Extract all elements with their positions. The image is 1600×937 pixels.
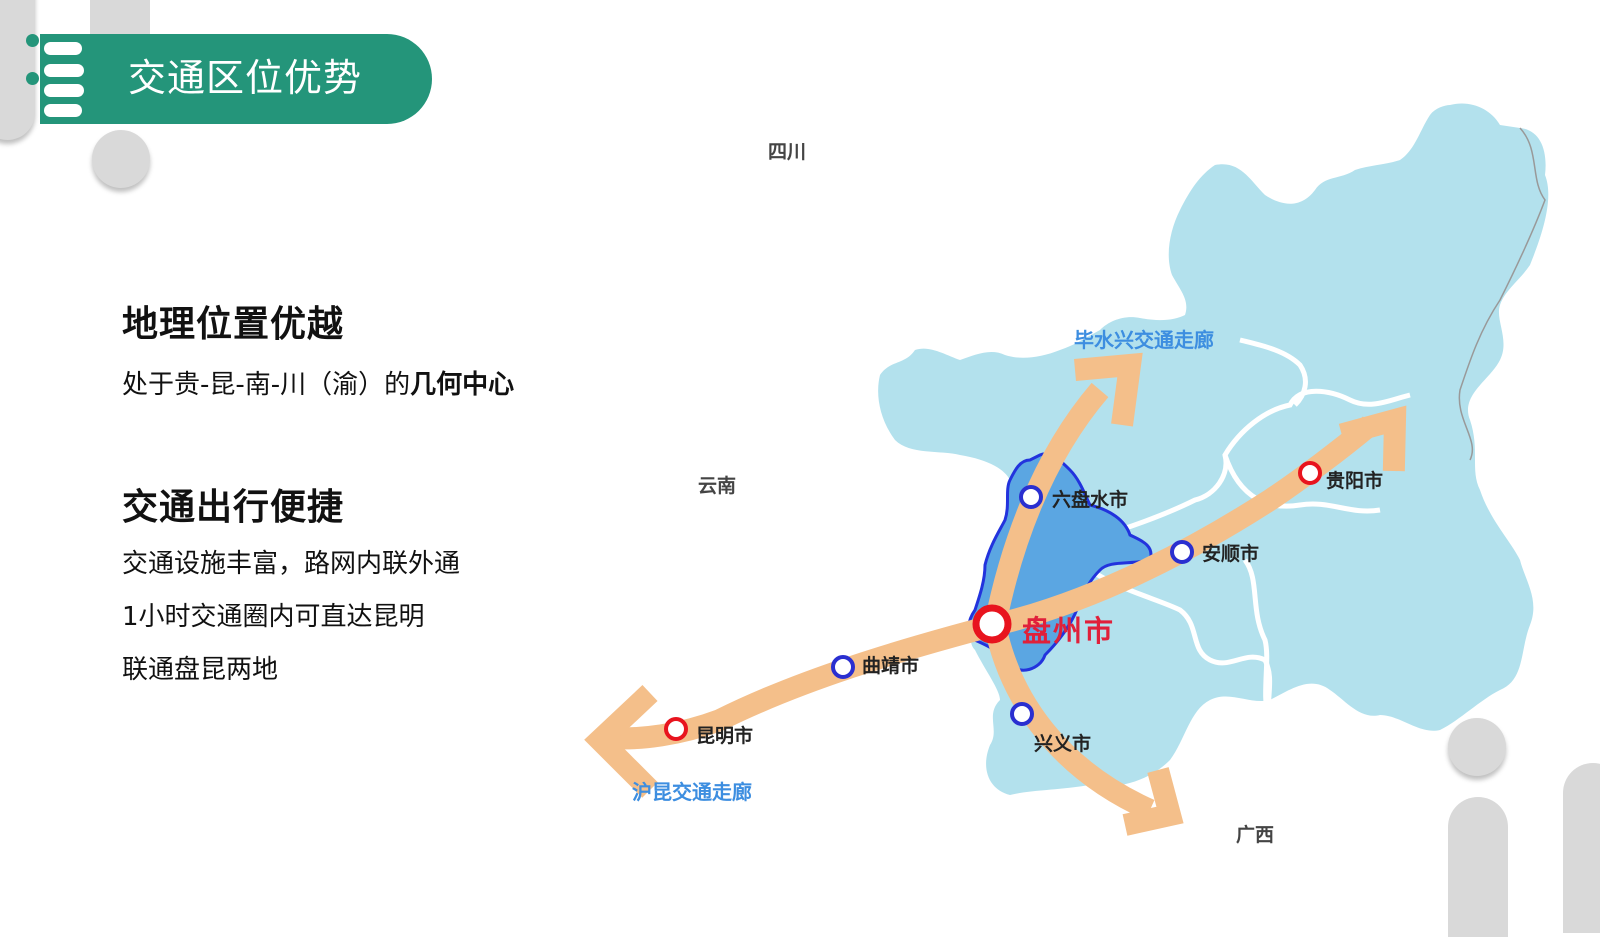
decorative-circle <box>92 130 150 188</box>
banner-stripe-decoration <box>44 42 82 55</box>
location-text-prefix: 处于贵-昆-南-川（渝）的 <box>122 370 411 400</box>
city-label-panzhou: 盘州市 <box>1022 614 1116 648</box>
transport-line: 联通盘昆两地 <box>122 655 279 685</box>
province-label-guangxi: 广西 <box>1236 824 1275 846</box>
arrow-head-east <box>1338 405 1407 472</box>
city-label-kunming: 昆明市 <box>696 725 754 747</box>
marker-guiyang <box>1298 461 1322 485</box>
corridor-label-bishuixing: 毕水兴交通走廊 <box>1074 328 1214 352</box>
title-banner <box>40 34 432 124</box>
corridor-arrow-west <box>609 614 998 750</box>
regional-map <box>584 103 1549 836</box>
corridor-label-hukun: 沪昆交通走廊 <box>632 780 752 804</box>
corridor-arrow-south <box>984 622 1155 821</box>
marker-liupanshui <box>1019 485 1043 509</box>
province-label-yunnan: 云南 <box>698 475 737 497</box>
region-shape <box>878 103 1549 796</box>
arrow-head-south <box>1122 767 1184 836</box>
district-border <box>1119 388 1411 533</box>
corridor-arrow-east <box>992 416 1378 636</box>
decorative-pill <box>0 0 35 140</box>
marker-qujing <box>831 655 855 679</box>
banner-stripe-decoration <box>44 104 82 117</box>
marker-anshun <box>1170 540 1194 564</box>
marker-panzhou <box>972 604 1012 644</box>
transport-line: 交通设施丰富，路网内联外通 <box>122 549 461 579</box>
province-border <box>1458 127 1546 461</box>
decorative-circle <box>1448 718 1506 776</box>
city-label-xingyi: 兴义市 <box>1034 733 1092 755</box>
marker-kunming <box>664 717 688 741</box>
marker-xingyi <box>1010 702 1034 726</box>
banner-dot-decoration <box>26 34 39 47</box>
banner-stripe-decoration <box>44 84 84 97</box>
location-text-emphasis: 几何中心 <box>410 370 515 400</box>
city-label-liupanshui: 六盘水市 <box>1052 489 1129 511</box>
city-label-qujing: 曲靖市 <box>862 655 920 677</box>
arrow-head-north <box>1074 352 1143 427</box>
transport-line: 1小时交通圈内可直达昆明 <box>122 602 425 632</box>
banner-stripe-decoration <box>44 64 84 77</box>
city-label-anshun: 安顺市 <box>1202 543 1260 565</box>
section-text-location: 处于贵-昆-南-川（渝）的几何中心 <box>122 364 514 401</box>
banner-dot-decoration <box>26 72 39 85</box>
page-title: 交通区位优势 <box>128 56 363 100</box>
decorative-pill <box>1448 797 1508 937</box>
section-heading-transport: 交通出行便捷 <box>122 487 345 528</box>
district-border <box>1239 337 1308 407</box>
decorative-pill <box>1563 763 1600 933</box>
district-border <box>1222 454 1381 514</box>
section-heading-location: 地理位置优越 <box>122 304 345 345</box>
district-border <box>1088 567 1273 721</box>
district-border <box>1242 558 1271 721</box>
city-label-guiyang: 贵阳市 <box>1326 470 1384 492</box>
province-label-sichuan: 四川 <box>768 141 807 163</box>
arrow-head-west <box>584 684 658 798</box>
